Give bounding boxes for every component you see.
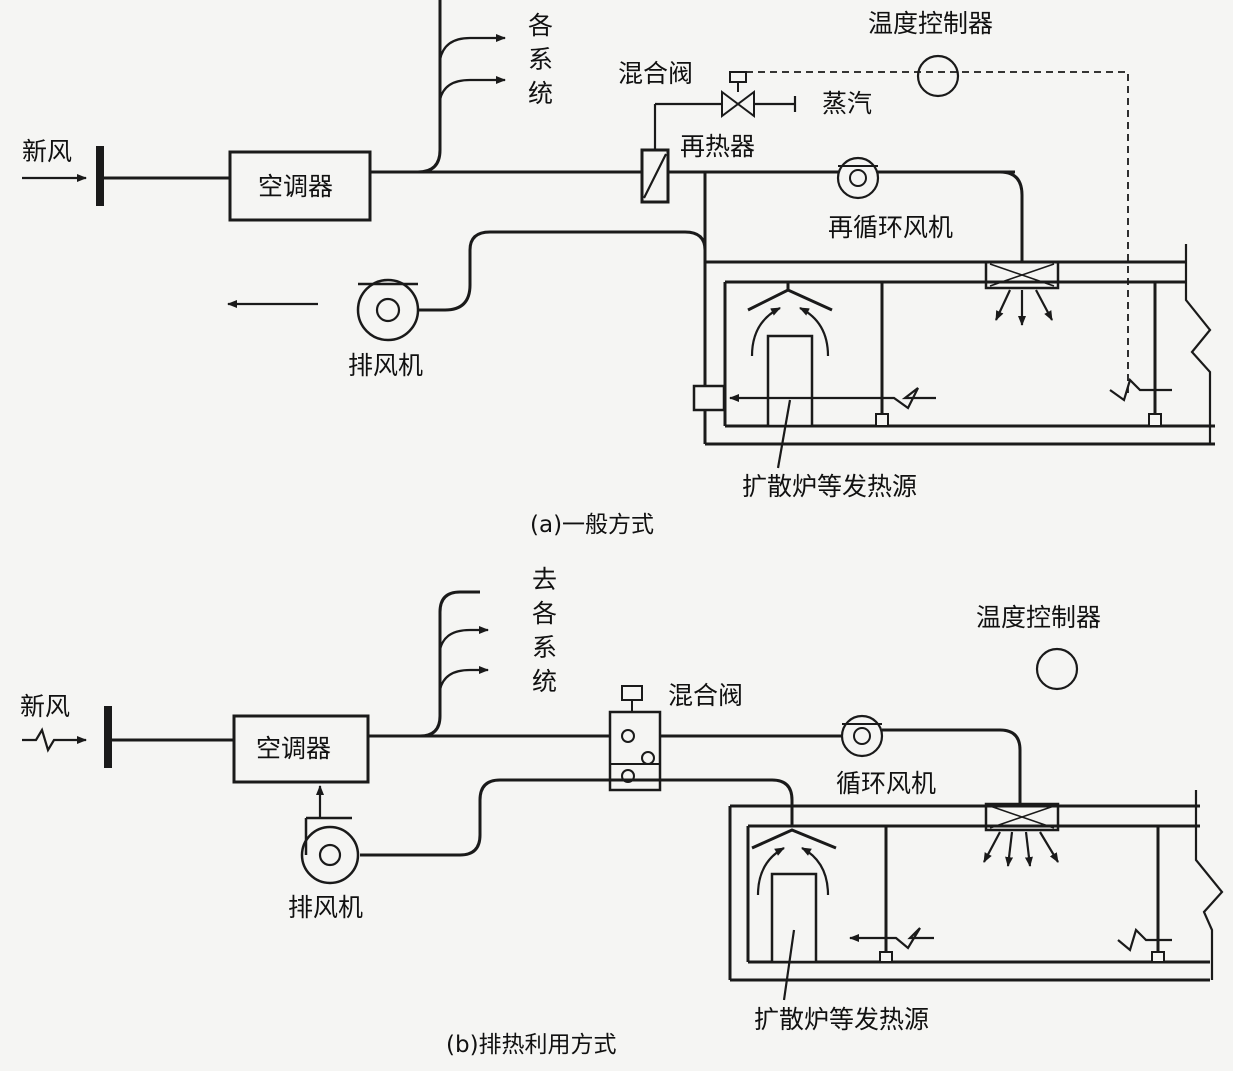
hood-airflow-left	[750, 307, 781, 357]
to-systems-char-3: 统	[528, 79, 553, 108]
return-airflow-arrow-right	[1109, 377, 1172, 402]
return-grille-left-foot	[875, 413, 889, 427]
reheater-label: 再热器	[680, 132, 755, 161]
diagram-a: 新风 空调器 各 系 统 再热器 混合阀 蒸汽 温度控制器	[22, 0, 1215, 538]
to-systems-char-2: 系	[528, 45, 553, 74]
exhaust-fan-icon	[356, 278, 420, 342]
to-systems-arrow-1	[438, 34, 506, 61]
heat-source-box	[766, 334, 814, 428]
to-systems-arrow-2	[438, 76, 506, 101]
to-systems-char-4: 统	[532, 667, 557, 696]
hood-exhaust-duct	[360, 778, 794, 857]
supply-airflow-arrow-3	[1035, 289, 1053, 321]
exhaust-hood	[747, 288, 833, 312]
heat-source-label: 扩散炉等发热源	[742, 472, 917, 501]
exhaust-duct	[418, 230, 707, 312]
return-airflow-arrow-left	[849, 927, 934, 950]
room-right-wall-break	[1184, 244, 1212, 444]
recirc-fan-icon	[836, 156, 880, 200]
temp-controller-icon	[916, 54, 960, 98]
fresh-air-label: 新风	[20, 692, 70, 721]
supply-airflow-arrow-3	[1024, 831, 1033, 867]
return-grille-left-foot	[879, 951, 893, 963]
caption-b: (b)排热利用方式	[446, 1032, 617, 1058]
heat-source-box	[770, 872, 818, 964]
heat-source-leader	[782, 929, 796, 1001]
exhaust-fan-icon	[300, 816, 360, 885]
recirc-fan-icon	[840, 714, 884, 758]
duct-to-diffuser	[882, 728, 1022, 804]
duct-to-diffuser	[999, 170, 1024, 262]
supply-airflow-arrow-2	[1005, 831, 1014, 867]
supply-airflow-arrow-1	[983, 831, 1001, 863]
to-systems-char-1: 去	[532, 565, 557, 594]
mixing-valve-symbol	[721, 71, 755, 118]
exhaust-fan-label: 排风机	[348, 351, 423, 380]
return-airflow-arrow-right	[1117, 927, 1172, 952]
branch-up-duct	[417, 0, 442, 174]
fresh-air-arrow	[22, 727, 87, 753]
to-systems-arrow-1	[438, 626, 489, 651]
ceiling-diffuser-icon	[984, 260, 1060, 290]
ac-unit-label: 空调器	[258, 172, 333, 201]
reheater-diagonal	[643, 153, 667, 199]
to-systems-char-1: 各	[528, 11, 553, 40]
hood-airflow-right	[801, 847, 830, 896]
to-systems-char-3: 系	[532, 633, 557, 662]
diagram-b: 新风 空调器 去 各 系 统 混合阀	[20, 565, 1224, 1058]
exhaust-hood	[751, 828, 837, 850]
mixing-valve-label: 混合阀	[618, 59, 693, 88]
supply-airflow-arrow-4	[1039, 831, 1059, 863]
temp-controller-label: 温度控制器	[868, 9, 993, 38]
hood-airflow-left	[756, 847, 785, 896]
ac-unit-label: 空调器	[256, 734, 331, 763]
temp-controller-label: 温度控制器	[976, 603, 1101, 632]
return-grille-right-foot	[1151, 951, 1165, 963]
branch-up-duct	[419, 590, 480, 738]
recirc-fan-label: 再循环风机	[828, 213, 953, 242]
mixing-valve-label: 混合阀	[668, 681, 743, 710]
supply-airflow-arrow-1	[995, 289, 1011, 321]
fresh-air-louver	[96, 146, 104, 206]
heat-source-leader	[776, 399, 792, 469]
recirc-return-box	[692, 384, 726, 412]
steam-label: 蒸汽	[822, 89, 872, 118]
caption-a: (a)一般方式	[530, 512, 654, 538]
exhaust-fan-label: 排风机	[288, 893, 363, 922]
return-grille-right-foot	[1148, 413, 1162, 427]
to-systems-arrow-2	[438, 666, 489, 691]
ac-unit-box	[228, 150, 372, 222]
hood-airflow-right	[799, 307, 830, 357]
fresh-air-louver	[104, 706, 112, 768]
heat-source-label: 扩散炉等发热源	[754, 1005, 929, 1034]
recirc-fan-label: 循环风机	[836, 769, 936, 798]
mixing-valve-symbol	[608, 685, 662, 792]
ac-unit-box	[232, 714, 370, 784]
fresh-air-label: 新风	[22, 137, 72, 166]
room-right-wall-break	[1194, 790, 1224, 980]
temp-controller-icon	[1035, 647, 1079, 691]
return-airflow-arrow-left	[729, 387, 936, 410]
to-systems-char-2: 各	[532, 599, 557, 628]
